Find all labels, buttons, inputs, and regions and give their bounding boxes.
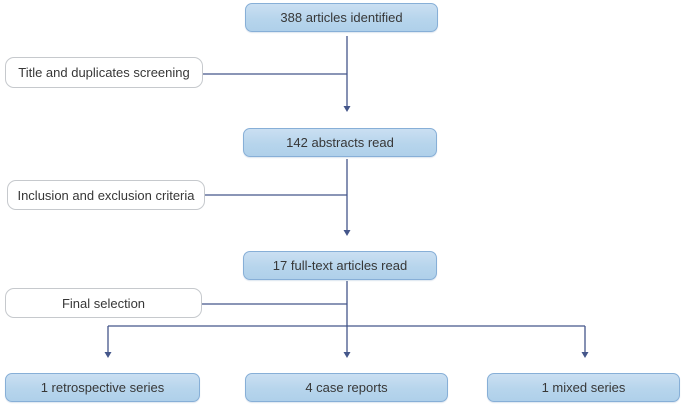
node-retrospective-series: 1 retrospective series xyxy=(5,373,200,402)
arrowhead-down-icon xyxy=(343,352,351,358)
node-abstracts-read: 142 abstracts read xyxy=(243,128,437,157)
node-articles-identified: 388 articles identified xyxy=(245,3,438,32)
arrowhead-down-icon xyxy=(581,352,589,358)
arrowhead-down-icon xyxy=(343,230,351,236)
node-inclusion-exclusion-criteria: Inclusion and exclusion criteria xyxy=(7,180,205,210)
node-title-duplicates-screening: Title and duplicates screening xyxy=(5,57,203,88)
node-mixed-series: 1 mixed series xyxy=(487,373,680,402)
node-final-selection: Final selection xyxy=(5,288,202,318)
node-case-reports: 4 case reports xyxy=(245,373,448,402)
arrowhead-down-icon xyxy=(104,352,112,358)
arrowhead-down-icon xyxy=(343,106,351,112)
node-fulltext-articles-read: 17 full-text articles read xyxy=(243,251,437,280)
